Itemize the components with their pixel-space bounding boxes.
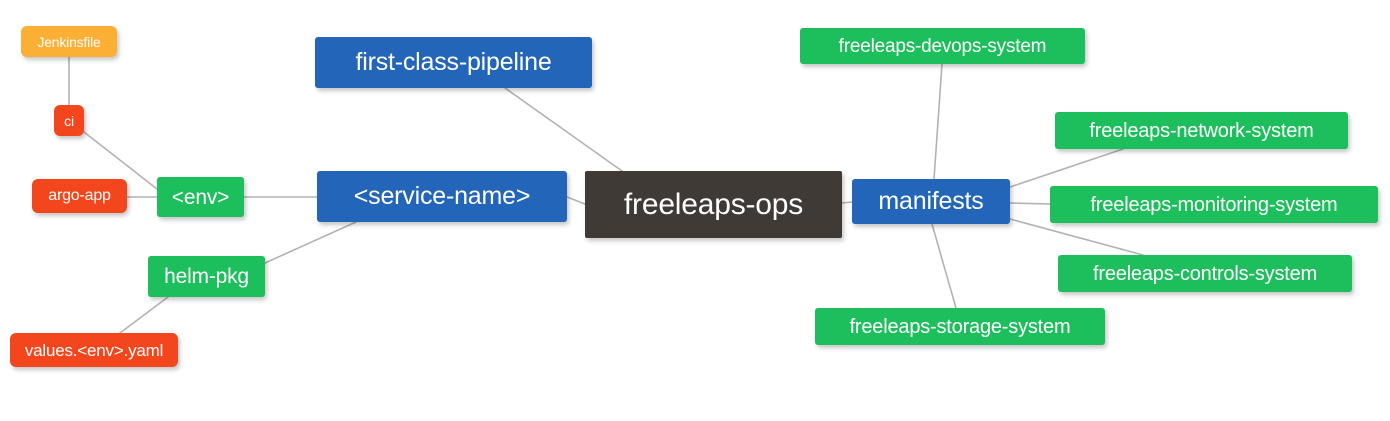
mindmap-node-label: freeleaps-controls-system: [1093, 262, 1317, 285]
mindmap-node-label: argo-app: [48, 187, 111, 204]
mindmap-node-freeleaps-monitoring-system[interactable]: freeleaps-monitoring-system: [1050, 186, 1378, 223]
mindmap-edge-freeleaps-ops-to-first-class-pipeline: [504, 87, 623, 172]
mindmap-node-helm-pkg[interactable]: helm-pkg: [148, 256, 265, 297]
mindmap-node-argo-app[interactable]: argo-app: [32, 179, 127, 213]
mindmap-edge-manifests-to-freeleaps-storage-system: [931, 223, 957, 309]
mindmap-edge-manifests-to-freeleaps-controls-system: [1009, 218, 1144, 256]
mindmap-edge-manifests-to-freeleaps-network-system: [1009, 148, 1124, 188]
mindmap-edge-freeleaps-ops-to-manifests: [841, 201, 853, 204]
mindmap-node-values-env-yaml[interactable]: values.<env>.yaml: [10, 333, 178, 367]
mindmap-node-label: freeleaps-network-system: [1089, 119, 1314, 142]
mindmap-node-freeleaps-network-system[interactable]: freeleaps-network-system: [1055, 112, 1348, 149]
mindmap-node-label: <service-name>: [353, 182, 531, 210]
mindmap-edge-manifests-to-freeleaps-monitoring-system: [1009, 202, 1051, 205]
mindmap-node-label: values.<env>.yaml: [24, 340, 164, 360]
mindmap-node-env[interactable]: <env>: [157, 177, 244, 217]
mindmap-node-freeleaps-controls-system[interactable]: freeleaps-controls-system: [1058, 255, 1352, 292]
mindmap-node-label: first-class-pipeline: [355, 48, 552, 76]
mindmap-node-label: helm-pkg: [164, 265, 249, 288]
mindmap-node-label: freeleaps-ops: [623, 187, 804, 221]
mindmap-edge-helm-pkg-to-values-env-yaml: [119, 296, 169, 334]
mindmap-node-freeleaps-devops-system[interactable]: freeleaps-devops-system: [800, 28, 1085, 64]
mindmap-node-first-class-pipeline[interactable]: first-class-pipeline: [315, 37, 592, 88]
mindmap-node-label: freeleaps-devops-system: [838, 35, 1047, 57]
mindmap-edge-freeleaps-ops-to-service-name: [566, 196, 586, 205]
mindmap-node-ci[interactable]: ci: [54, 105, 84, 136]
mindmap-edge-manifests-to-freeleaps-devops-system: [933, 63, 943, 180]
mindmap-node-label: <env>: [171, 185, 230, 209]
mindmap-node-freeleaps-storage-system[interactable]: freeleaps-storage-system: [815, 308, 1105, 345]
mindmap-node-service-name[interactable]: <service-name>: [317, 171, 567, 222]
mindmap-node-jenkinsfile[interactable]: Jenkinsfile: [21, 26, 117, 57]
mindmap-edge-service-name-to-helm-pkg: [264, 221, 357, 264]
mindmap-node-label: manifests: [878, 187, 984, 215]
mindmap-node-label: ci: [64, 112, 74, 129]
mindmap-node-label: freeleaps-monitoring-system: [1090, 193, 1338, 216]
mindmap-node-label: Jenkinsfile: [37, 33, 101, 50]
mindmap-node-label: freeleaps-storage-system: [849, 315, 1071, 338]
mindmap-node-manifests[interactable]: manifests: [852, 179, 1010, 224]
mindmap-node-freeleaps-ops[interactable]: freeleaps-ops: [585, 171, 842, 238]
